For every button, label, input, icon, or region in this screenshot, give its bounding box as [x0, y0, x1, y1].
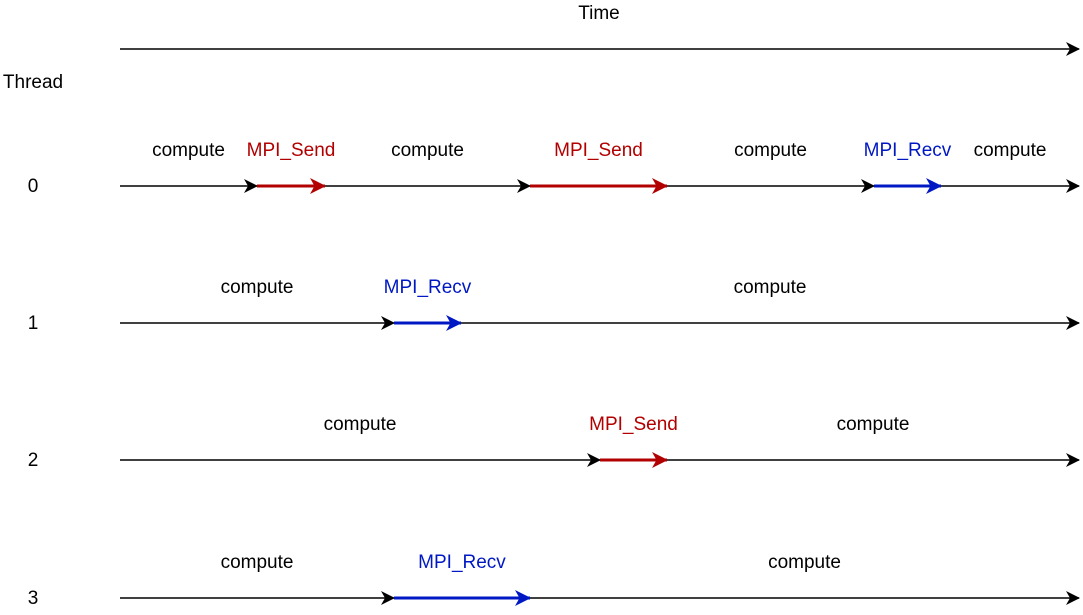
compute-segment-label: compute — [221, 277, 294, 298]
thread-row-1: 1 compute MPI_Recv compute — [28, 277, 1080, 334]
thread-row-3: 3 compute MPI_Recv compute — [28, 552, 1080, 609]
compute-segment-label: compute — [837, 414, 910, 435]
time-axis-label: Time — [578, 3, 620, 24]
thread-id-label: 0 — [28, 176, 39, 197]
thread-id-label: 2 — [28, 450, 39, 471]
send-segment-label: MPI_Send — [247, 140, 336, 161]
recv-segment-label: MPI_Recv — [864, 140, 952, 161]
send-segment-label: MPI_Send — [589, 414, 678, 435]
thread-id-label: 1 — [28, 313, 39, 334]
compute-segment-label: compute — [221, 552, 294, 573]
send-segment-label: MPI_Send — [554, 140, 643, 161]
compute-segment-label: compute — [152, 140, 225, 161]
compute-segment-label: compute — [734, 140, 807, 161]
recv-segment-label: MPI_Recv — [418, 552, 506, 573]
thread-id-label: 3 — [28, 588, 39, 609]
compute-segment-label: compute — [391, 140, 464, 161]
thread-row-0: 0 compute MPI_Send compute MPI_Send compute MP… — [28, 140, 1080, 197]
thread-axis-label: Thread — [3, 72, 63, 93]
recv-segment-label: MPI_Recv — [384, 277, 472, 298]
compute-segment-label: compute — [734, 277, 807, 298]
compute-segment-label: compute — [324, 414, 397, 435]
thread-row-2: 2 compute MPI_Send compute — [28, 414, 1080, 471]
compute-segment-label: compute — [768, 552, 841, 573]
compute-segment-label: compute — [974, 140, 1047, 161]
